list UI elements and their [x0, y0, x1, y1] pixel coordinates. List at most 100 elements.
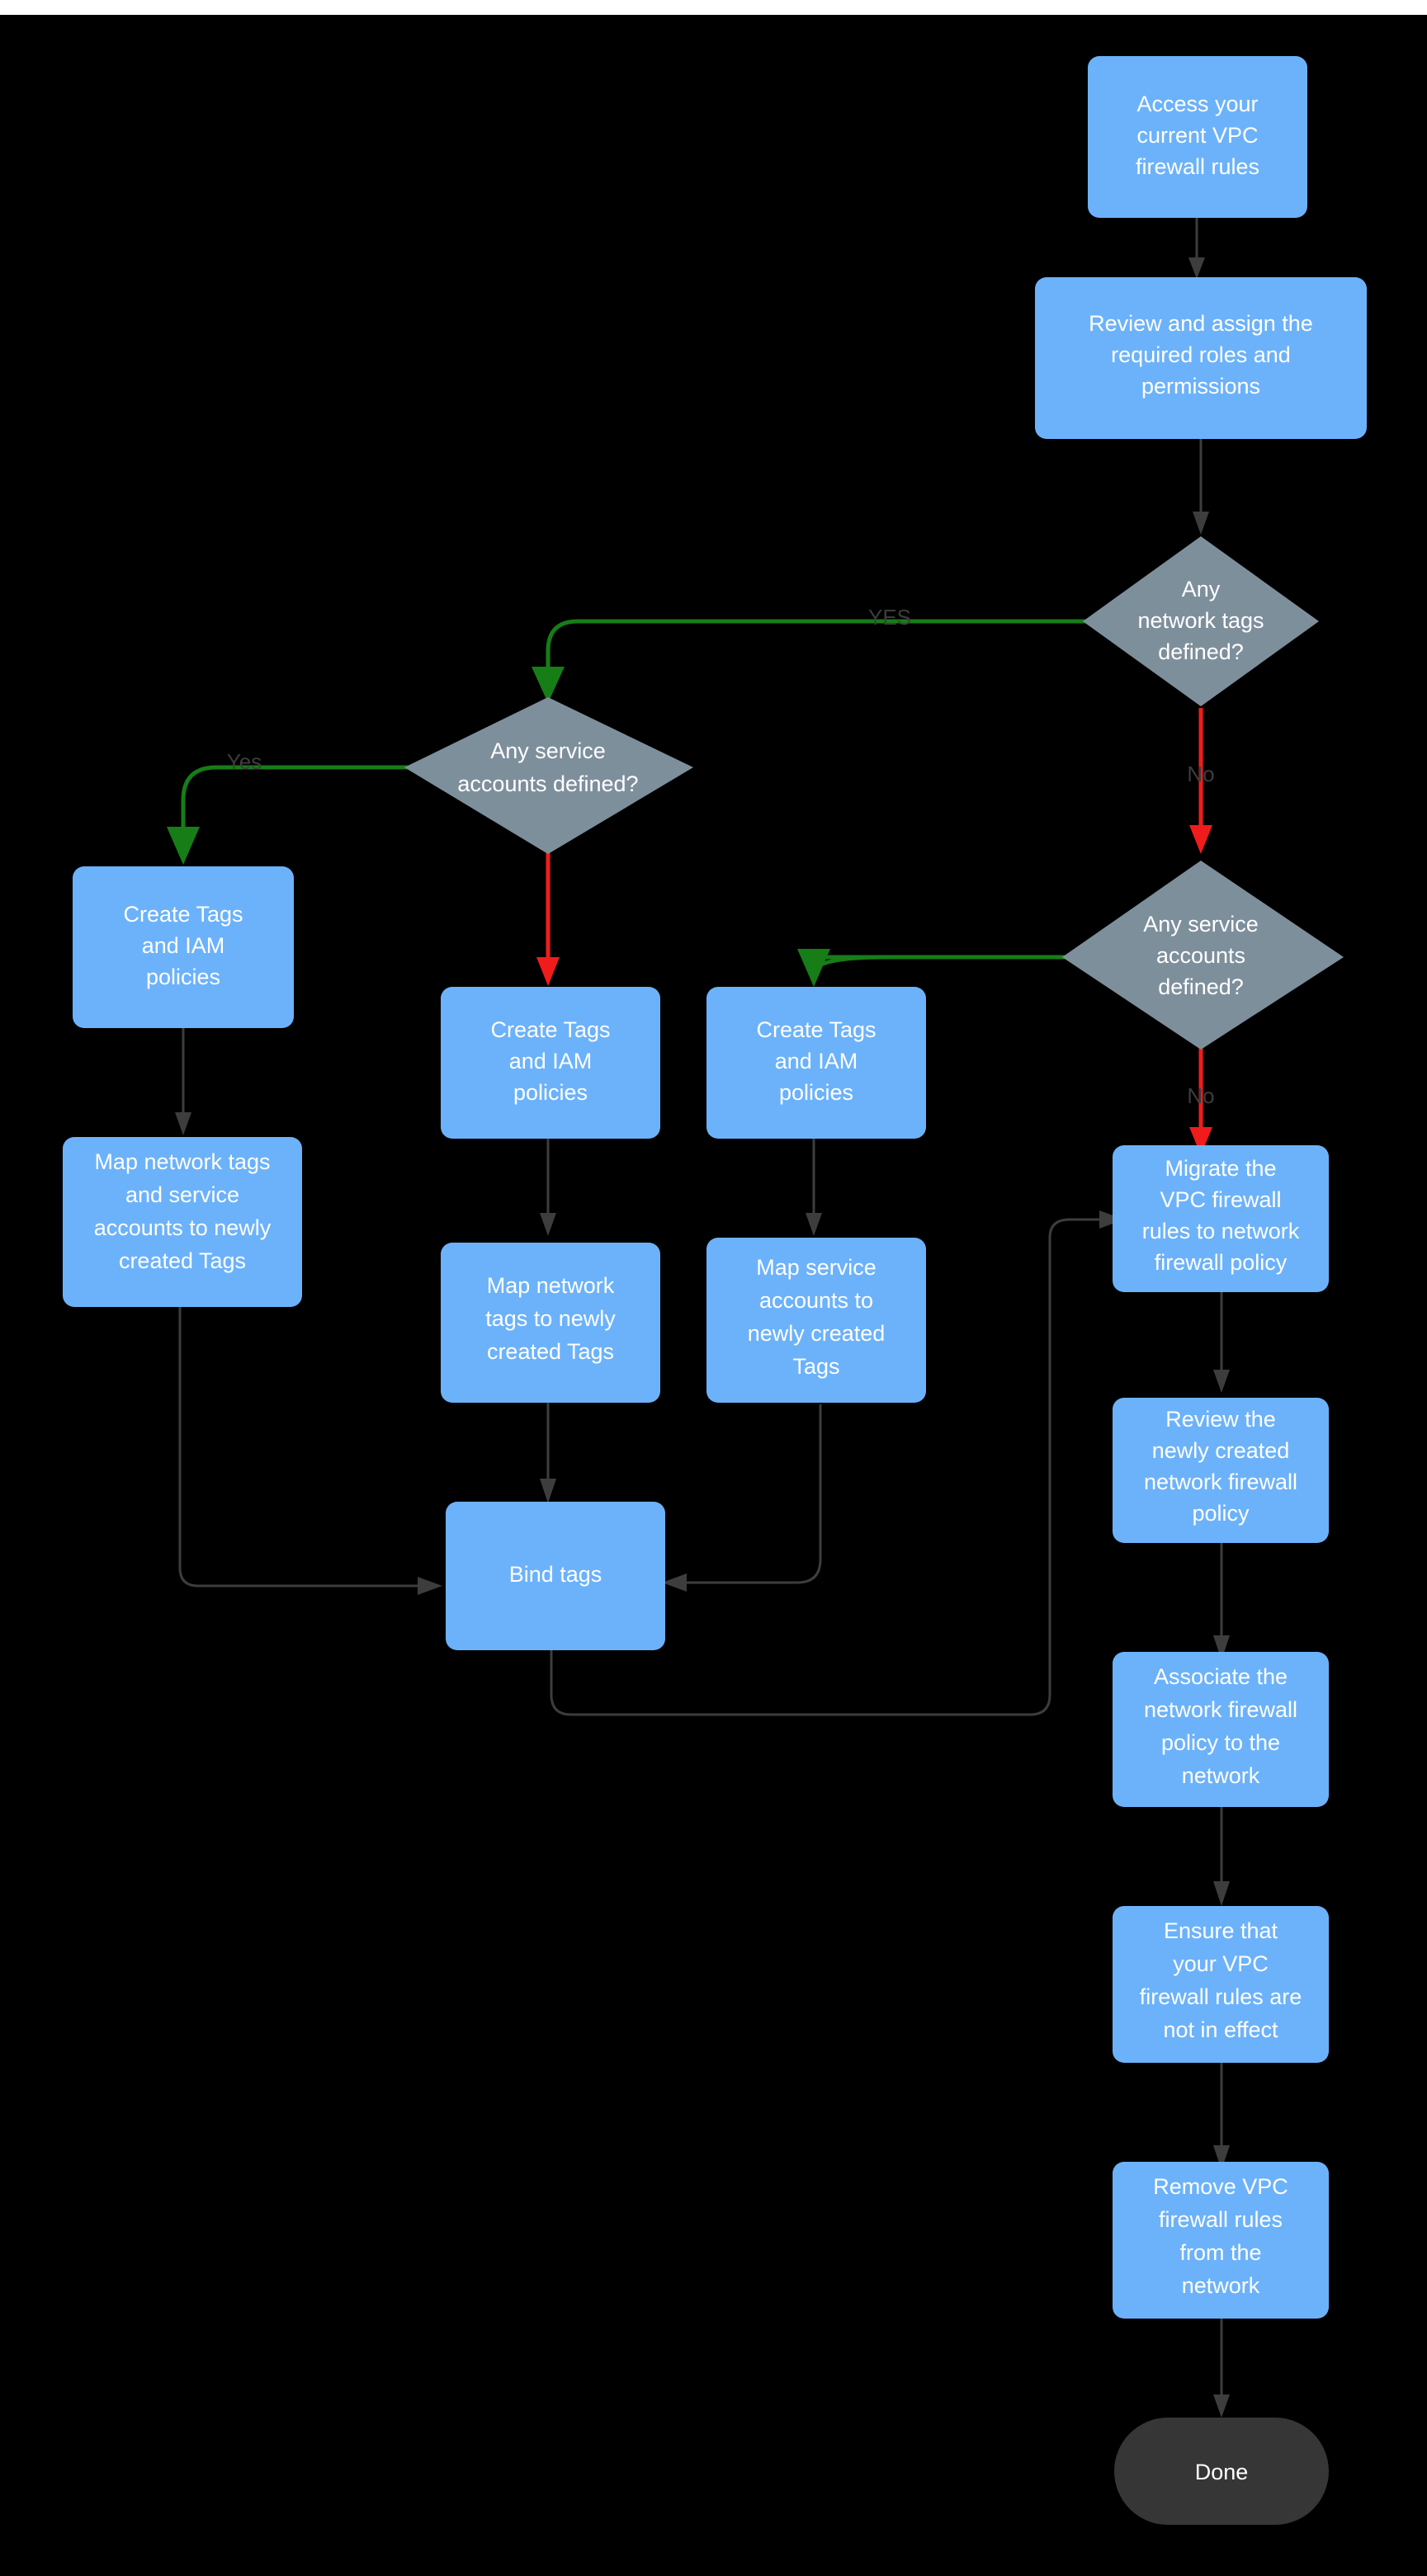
node-done-terminal[interactable]: Done — [1114, 2418, 1329, 2525]
node-label-line: not in effect — [1163, 2017, 1278, 2042]
node-label-line: Any — [1182, 577, 1221, 602]
node-shape-decision[interactable] — [1062, 861, 1344, 1050]
node-label-line: defined? — [1158, 974, 1244, 999]
node-label-line: Review the — [1165, 1407, 1276, 1432]
node-label-line: newly created — [748, 1321, 886, 1346]
node-shape-process[interactable] — [1113, 1145, 1329, 1292]
node-create-tags-iam-right[interactable]: Create Tags and IAM policies — [706, 987, 926, 1139]
node-remove-vpc-rules[interactable]: Remove VPC firewall rules from the netwo… — [1113, 2162, 1329, 2319]
node-label-line: Review and assign the — [1089, 311, 1313, 336]
node-label-line: Migrate the — [1165, 1156, 1276, 1181]
node-label-line: Done — [1195, 2460, 1249, 2484]
node-shape-process[interactable] — [706, 987, 926, 1139]
node-label-line: current VPC — [1136, 123, 1258, 148]
node-label-line: Any service — [490, 738, 606, 763]
node-review-assign-roles[interactable]: Review and assign the required roles and… — [1035, 277, 1367, 439]
node-label-line: policies — [779, 1080, 853, 1105]
node-shape-terminal[interactable] — [1114, 2418, 1329, 2525]
node-label-line: policies — [146, 965, 220, 989]
node-shape-process[interactable] — [441, 1243, 660, 1403]
node-label-line: accounts — [1156, 943, 1245, 968]
node-map-network-tags[interactable]: Map network tags to newly created Tags — [441, 1243, 660, 1403]
node-shape-decision[interactable] — [404, 697, 693, 854]
edge-n10-n11 — [1213, 1291, 1230, 1393]
node-label-line: and IAM — [142, 933, 225, 958]
edge-d2-n5-no — [536, 852, 560, 986]
node-shape-process[interactable] — [706, 1238, 926, 1403]
edge-n6-n9 — [540, 1403, 556, 1503]
edge-d3-n10-no — [1189, 1036, 1212, 1155]
edge-d1-d2-yes — [532, 619, 1088, 703]
node-bind-tags[interactable]: Bind tags — [446, 1502, 665, 1650]
node-label-line: Remove VPC — [1153, 2174, 1288, 2199]
node-migrate-vpc-rules[interactable]: Migrate the VPC firewall rules to networ… — [1113, 1145, 1329, 1292]
node-label-line: and service — [125, 1182, 239, 1207]
node-label-line: firewall policy — [1155, 1250, 1288, 1275]
edge-d1-d3-no — [1189, 708, 1212, 854]
node-label-line: permissions — [1141, 374, 1260, 399]
node-access-vpc-firewall-rules[interactable]: Access your current VPC firewall rules — [1088, 56, 1307, 218]
node-shape-process[interactable] — [1035, 277, 1367, 439]
edge-d3-n7-yes — [797, 949, 1067, 987]
node-label-line: Create Tags — [490, 1017, 610, 1042]
node-label-line: accounts defined? — [457, 771, 638, 796]
edge-label-d3-no: No — [1187, 1083, 1214, 1108]
node-label-line: VPC firewall — [1160, 1187, 1281, 1212]
node-label-line: Create Tags — [756, 1017, 876, 1042]
node-label-line: accounts to newly — [94, 1215, 272, 1240]
node-label-line: created Tags — [119, 1248, 246, 1273]
node-shape-process[interactable] — [73, 866, 294, 1028]
node-label-line: network tags — [1137, 608, 1264, 633]
node-label-line: network — [1182, 2273, 1260, 2298]
node-associate-policy-to-network[interactable]: Associate the network firewall policy to… — [1113, 1652, 1329, 1807]
edge-n8-n9 — [662, 1404, 822, 1592]
node-decision-any-network-tags[interactable]: Any network tags defined? — [1083, 536, 1319, 706]
node-shape-decision[interactable] — [1083, 536, 1319, 706]
edge-d2-n3-yes — [167, 765, 411, 865]
node-label-line: policies — [513, 1080, 588, 1105]
node-label-line: Access your — [1136, 92, 1258, 116]
node-decision-any-service-accounts-left[interactable]: Any service accounts defined? — [404, 697, 693, 854]
node-shape-process[interactable] — [1113, 1652, 1329, 1807]
edge-n4-n9 — [178, 1304, 442, 1595]
edge-n5-n6 — [540, 1139, 556, 1236]
node-shape-process[interactable] — [441, 987, 660, 1139]
edge-n1-n2 — [1188, 216, 1205, 279]
node-create-tags-iam-left[interactable]: Create Tags and IAM policies — [73, 866, 294, 1028]
edge-n11-n12 — [1213, 1541, 1230, 1660]
node-map-network-tags-and-service-accounts[interactable]: Map network tags and service accounts to… — [63, 1137, 302, 1307]
node-shape-process[interactable] — [446, 1502, 665, 1650]
node-label-line: Map service — [756, 1255, 877, 1280]
node-map-service-accounts[interactable]: Map service accounts to newly created Ta… — [706, 1238, 926, 1403]
node-label-line: and IAM — [509, 1049, 593, 1073]
node-label-line: Ensure that — [1164, 1918, 1278, 1943]
node-shape-process[interactable] — [1113, 1398, 1329, 1543]
node-label-line: network — [1182, 1763, 1260, 1788]
node-label-line: Associate the — [1154, 1664, 1288, 1689]
node-label-line: created Tags — [487, 1339, 614, 1364]
node-shape-process[interactable] — [63, 1137, 302, 1307]
edge-n2-d1 — [1193, 437, 1209, 535]
edge-n14-end — [1213, 2317, 1230, 2418]
node-shape-process[interactable] — [1113, 2162, 1329, 2319]
node-create-tags-iam-middle[interactable]: Create Tags and IAM policies — [441, 987, 660, 1139]
node-label-line: firewall rules are — [1140, 1984, 1302, 2009]
node-label-line: from the — [1179, 2240, 1261, 2265]
edge-n13-n14 — [1213, 2061, 1230, 2170]
node-ensure-rules-not-in-effect[interactable]: Ensure that your VPC firewall rules are … — [1113, 1906, 1329, 2063]
node-label-line: tags to newly — [485, 1306, 616, 1331]
node-label-line: rules to network — [1142, 1219, 1300, 1243]
node-shape-process[interactable] — [1088, 56, 1307, 218]
node-shape-process[interactable] — [1113, 1906, 1329, 2063]
node-label-line: required roles and — [1111, 342, 1291, 367]
node-label-line: Map network tags — [94, 1149, 270, 1174]
node-review-new-policy[interactable]: Review the newly created network firewal… — [1113, 1398, 1329, 1543]
node-decision-any-service-accounts-right[interactable]: Any service accounts defined? — [1062, 861, 1344, 1050]
node-label-line: newly created — [1152, 1438, 1290, 1463]
top-white-strip — [0, 0, 1427, 15]
edge-n3-n4 — [175, 1026, 191, 1135]
node-label-line: and IAM — [775, 1049, 858, 1073]
node-label-line: Any service — [1143, 912, 1259, 937]
